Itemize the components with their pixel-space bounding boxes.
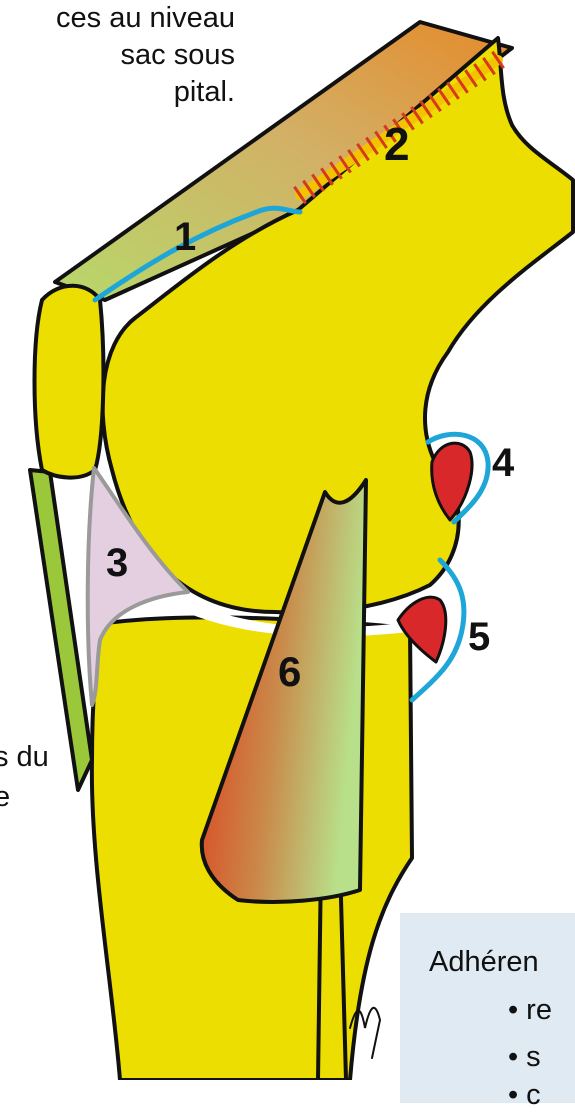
bullet-icon: •: [508, 1041, 518, 1073]
label-2: 2: [384, 118, 410, 170]
legend-item: •re: [508, 993, 552, 1027]
svg-text:2: 2: [384, 118, 410, 170]
bullet-icon: •: [508, 1079, 518, 1111]
bullet-icon: •: [508, 994, 518, 1026]
left-caption: s du e: [0, 737, 49, 817]
legend-title: Adhéren: [429, 945, 539, 979]
legend-item: •s: [508, 1040, 541, 1074]
svg-text:4: 4: [492, 441, 515, 485]
patella-bone: [35, 286, 104, 478]
svg-text:6: 6: [278, 648, 301, 695]
svg-text:3: 3: [106, 541, 128, 585]
top-caption: ces au niveau sac sous pital.: [56, 0, 235, 111]
label-6: 6: [278, 648, 301, 695]
label-1: 1: [174, 215, 196, 259]
label-3: 3: [106, 541, 128, 585]
label-4: 4: [492, 441, 515, 485]
legend-item: •c: [508, 1078, 541, 1112]
svg-text:1: 1: [174, 215, 196, 259]
svg-text:5: 5: [468, 615, 490, 659]
label-5: 5: [468, 615, 490, 659]
